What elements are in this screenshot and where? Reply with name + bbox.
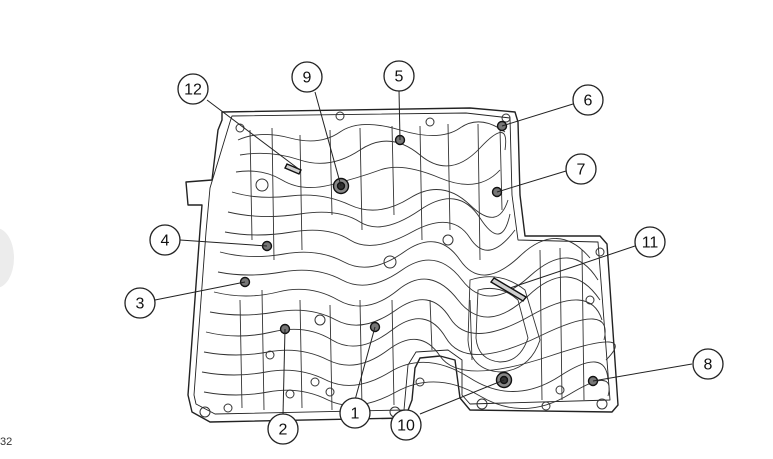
callout-circle-2 <box>267 413 299 445</box>
edge-shadow <box>0 228 14 288</box>
callout-label-2: 2 <box>279 422 288 439</box>
callout-label-4: 4 <box>161 233 170 250</box>
figure-id: 32 <box>0 436 13 448</box>
callout-label-3: 3 <box>136 296 145 313</box>
callout-circle-4 <box>149 224 181 256</box>
callout-circle-8 <box>692 348 724 380</box>
callout-circle-6 <box>572 84 604 116</box>
callout-circle-11 <box>634 226 666 258</box>
callout-circle-10 <box>390 409 422 441</box>
component-11-pin <box>489 277 528 302</box>
callout-circle-9 <box>291 61 323 93</box>
callout-label-12: 12 <box>184 82 202 99</box>
callout-label-10: 10 <box>397 418 415 435</box>
callout-label-1: 1 <box>351 406 360 423</box>
callout-label-11: 11 <box>642 235 659 252</box>
component-12-pin <box>284 163 302 175</box>
callout-circle-5 <box>383 60 415 92</box>
callout-label-7: 7 <box>577 162 586 179</box>
callout-circle-3 <box>124 287 156 319</box>
callout-circle-7 <box>565 153 597 185</box>
callout-label-5: 5 <box>395 69 404 86</box>
callout-label-9: 9 <box>303 70 312 87</box>
callout-label-6: 6 <box>584 93 593 110</box>
callout-circle-1 <box>339 397 371 429</box>
callout-circle-12 <box>177 73 209 105</box>
callout-label-8: 8 <box>704 357 713 374</box>
